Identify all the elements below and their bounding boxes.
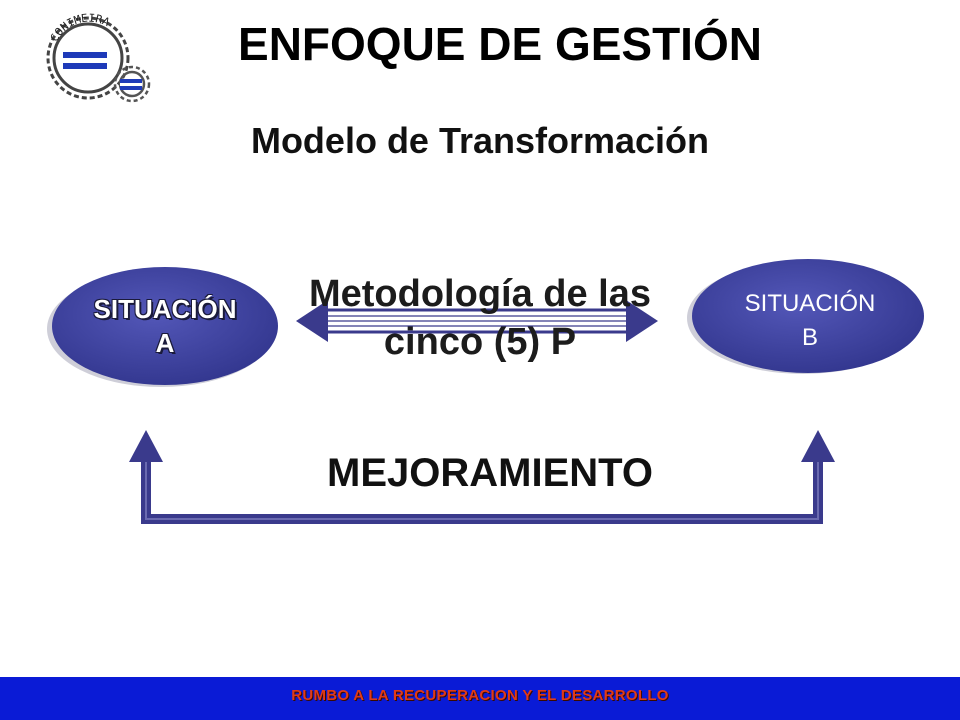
page-title: ENFOQUE DE GESTIÓN <box>238 18 762 70</box>
page-subtitle: Modelo de Transformación <box>250 120 710 161</box>
situation-b-ellipse <box>687 259 924 374</box>
improvement-label: MEJORAMIENTO <box>327 451 653 495</box>
footer-bar <box>0 677 960 720</box>
improvement-arrow <box>129 430 835 524</box>
gear-logo-icon: CONIMEIRA <box>46 11 151 103</box>
situation-b-line2: B <box>801 324 818 351</box>
situation-b-label: SITUACIÓN B <box>690 287 930 355</box>
situation-b-line1: SITUACIÓN <box>744 290 876 317</box>
double-arrow <box>296 300 658 342</box>
situation-a-label: SITUACIÓN A <box>50 292 280 360</box>
methodology-line1: Metodología de las <box>308 273 652 315</box>
situation-a-line2: A <box>155 328 175 358</box>
methodology-label: Metodología de las cinco (5) P <box>275 270 685 366</box>
footer-text: RUMBO A LA RECUPERACION Y EL DESARROLLO <box>291 687 669 704</box>
methodology-line2: cinco (5) P <box>383 321 577 363</box>
situation-a-line1: SITUACIÓN <box>93 294 237 324</box>
situation-a-ellipse <box>47 267 278 387</box>
